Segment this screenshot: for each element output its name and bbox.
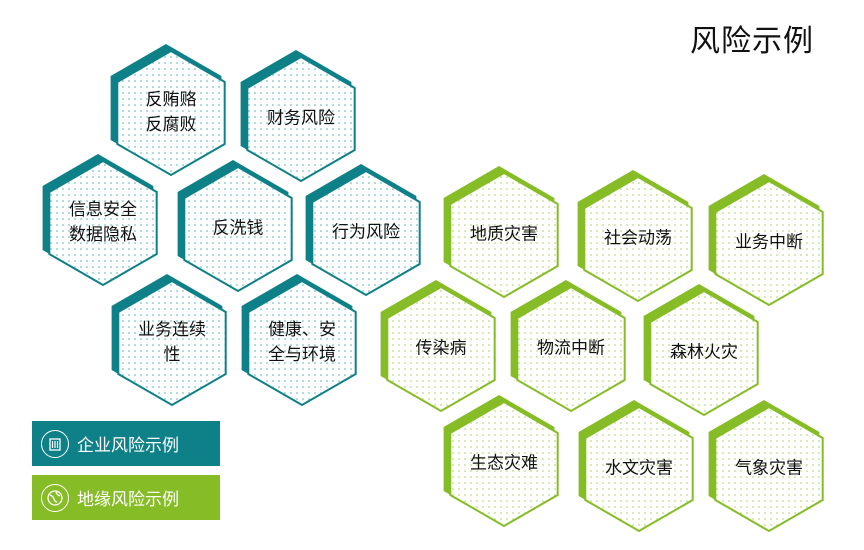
hex-label: 信息安全数据隐私 (69, 200, 137, 245)
globe-icon (41, 483, 69, 512)
hex-dot-pattern (118, 52, 224, 174)
hex-dot-pattern (50, 162, 156, 284)
hex-dot-pattern (716, 408, 822, 530)
legend-label: 地缘风险示例 (77, 490, 179, 510)
hex-geo (443, 166, 559, 299)
hex-geo (577, 170, 693, 303)
hex-dot-pattern (249, 282, 355, 404)
hex-enterprise (240, 50, 356, 183)
legend-geo-risk[interactable]: 地缘风险示例 (32, 475, 220, 520)
hex-enterprise (305, 164, 421, 297)
hex-label: 反贿赂反腐败 (145, 90, 197, 135)
hex-geo (578, 400, 694, 533)
hex-label: 森林火灾 (670, 342, 738, 363)
hex-label: 传染病 (415, 338, 467, 359)
hex-geo (708, 400, 824, 533)
hex-dot-pattern (313, 172, 419, 294)
hex-label: 社会动荡 (604, 228, 672, 249)
hex-enterprise (42, 154, 158, 287)
hex-label: 气象灾害 (735, 458, 803, 479)
hex-enterprise (241, 274, 357, 407)
hex-dot-pattern (518, 288, 624, 410)
hex-dot-pattern (651, 292, 757, 414)
hex-geo (708, 174, 824, 307)
page-title: 风险示例 (690, 24, 814, 59)
hex-dot-pattern (451, 403, 557, 525)
hex-label: 水文灾害 (605, 458, 673, 479)
hex-enterprise (111, 274, 227, 407)
building-icon (41, 429, 69, 458)
hex-label: 业务连续性 (138, 320, 206, 365)
hex-dot-pattern (585, 178, 691, 300)
hex-geo (380, 280, 496, 413)
hex-enterprise (177, 160, 293, 293)
hex-dot-pattern (248, 58, 354, 180)
legend-enterprise-risk[interactable]: 企业风险示例 (32, 421, 220, 466)
legend-label: 企业风险示例 (77, 436, 179, 456)
hex-label: 地质灾害 (470, 224, 538, 245)
hex-label: 行为风险 (332, 222, 400, 243)
hex-enterprise (110, 44, 226, 177)
hex-geo (510, 280, 626, 413)
hex-label: 生态灾难 (470, 453, 538, 474)
hex-dot-pattern (586, 408, 692, 530)
hex-label: 物流中断 (537, 338, 605, 359)
hex-label: 业务中断 (735, 232, 803, 253)
hex-dot-pattern (119, 282, 225, 404)
hex-dot-pattern (451, 174, 557, 296)
hex-dot-pattern (716, 182, 822, 304)
hex-dot-pattern (185, 168, 291, 290)
hex-geo (443, 395, 559, 528)
hex-geo (643, 284, 759, 417)
hex-label: 健康、安全与环境 (268, 320, 336, 365)
hex-label: 反洗钱 (212, 218, 264, 239)
hex-label: 财务风险 (267, 108, 335, 129)
hex-dot-pattern (388, 288, 494, 410)
